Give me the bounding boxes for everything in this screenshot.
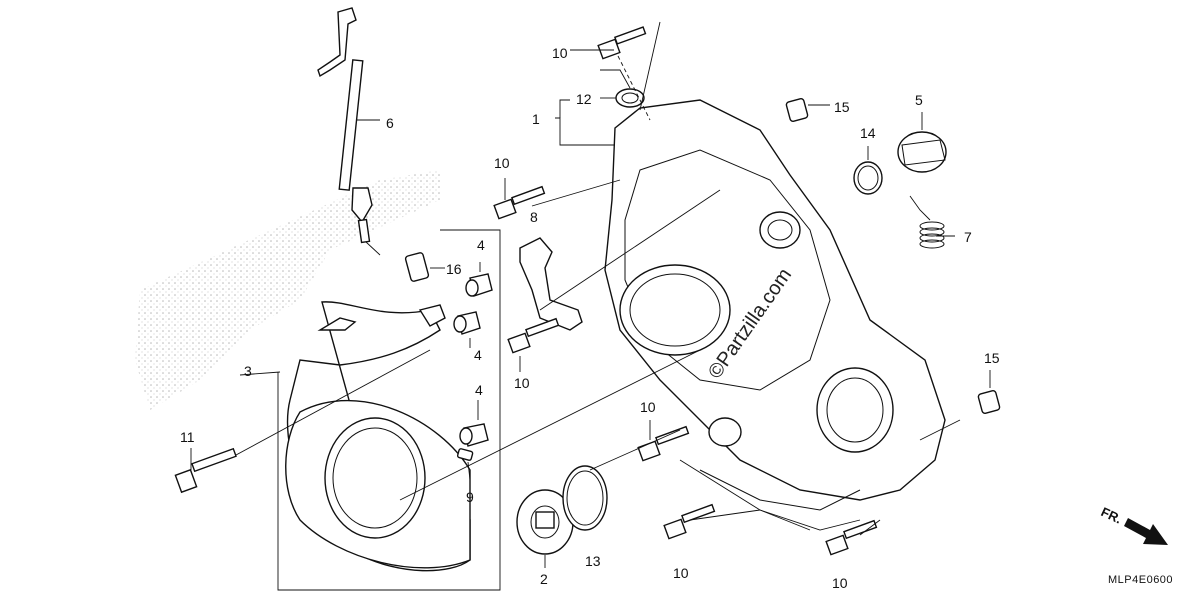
shift-rod-part	[317, 7, 373, 244]
callout-15-b: 15	[984, 350, 1000, 366]
dowel-15-right	[977, 389, 1001, 415]
o-ring-14	[853, 161, 883, 195]
callout-16: 16	[446, 261, 462, 277]
callout-1: 1	[532, 111, 540, 127]
callout-10-a: 10	[552, 45, 568, 61]
front-direction-indicator: FR.	[1099, 504, 1168, 545]
bolts-10	[493, 26, 878, 556]
dowel-15-top	[785, 97, 809, 123]
crankcase-cover-part	[604, 99, 946, 511]
callout-10-b: 10	[494, 155, 510, 171]
callout-5: 5	[915, 92, 923, 108]
diagram-code: MLP4E0600	[1108, 574, 1173, 586]
callout-10-c: 10	[514, 375, 530, 391]
callout-15-a: 15	[834, 99, 850, 115]
leader-lines	[190, 21, 991, 568]
hole-cap-2	[516, 489, 574, 555]
front-arrow-icon	[1124, 518, 1168, 545]
filler-cap-5	[897, 131, 947, 173]
spring-7	[919, 221, 945, 249]
callout-11: 11	[180, 429, 195, 445]
outer-cover-part	[285, 301, 471, 572]
callout-14: 14	[860, 125, 876, 141]
callout-3: 3	[244, 363, 252, 379]
callout-4-a: 4	[477, 237, 485, 253]
dowel-pin-16	[404, 252, 430, 282]
callout-10-f: 10	[832, 575, 848, 591]
callout-8: 8	[530, 209, 538, 225]
front-label: FR.	[1099, 504, 1124, 526]
callout-10-e: 10	[673, 565, 689, 581]
stipple-background	[135, 170, 440, 410]
callout-4-c: 4	[475, 382, 483, 398]
callout-4-b: 4	[474, 347, 482, 363]
callout-13: 13	[585, 553, 601, 569]
callout-9: 9	[466, 489, 474, 505]
bracket-8	[519, 237, 583, 331]
collar-parts-4	[453, 273, 493, 447]
callout-10-d: 10	[640, 399, 656, 415]
clip-9	[456, 448, 474, 461]
callout-2: 2	[540, 571, 548, 587]
bolt-11	[174, 447, 237, 494]
part-3-bracket	[277, 229, 501, 591]
callout-12: 12	[576, 91, 592, 107]
callout-7: 7	[964, 229, 972, 245]
oil-seal-12	[615, 88, 645, 108]
callout-6: 6	[386, 115, 394, 131]
o-ring-13	[562, 465, 608, 531]
